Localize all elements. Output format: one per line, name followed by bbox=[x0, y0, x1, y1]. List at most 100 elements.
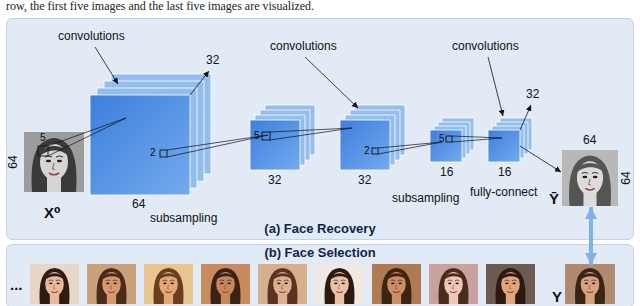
pointer-line bbox=[95, 47, 118, 84]
candidate-face-image bbox=[30, 264, 535, 304]
dimension-label: 32 bbox=[526, 88, 539, 102]
candidate-face-image bbox=[382, 268, 412, 304]
candidate-face-image bbox=[97, 268, 127, 304]
kernel-window bbox=[38, 132, 452, 157]
kernel-size: 5 bbox=[254, 130, 260, 142]
panel-caption: (a) Face Recovery bbox=[264, 222, 375, 237]
candidate-face-image bbox=[201, 264, 250, 304]
dimension-label: 16 bbox=[440, 166, 453, 180]
dimension-label-slot: 16 bbox=[498, 166, 511, 180]
candidate-face-image bbox=[439, 268, 469, 304]
pointer-line bbox=[190, 71, 209, 95]
projection-line bbox=[167, 135, 268, 157]
candidate-face-image bbox=[30, 264, 79, 304]
kernel-window bbox=[446, 136, 452, 142]
candidate-face-image bbox=[315, 264, 364, 304]
feature-map-stack bbox=[430, 130, 462, 162]
kernel-size-slot: 5 bbox=[40, 132, 46, 144]
layer-operation: subsampling bbox=[150, 212, 217, 226]
projection-line bbox=[378, 142, 442, 148]
projection-line bbox=[452, 136, 502, 138]
candidate-face-image bbox=[87, 264, 136, 304]
kernel-size: 5 bbox=[439, 133, 445, 145]
layer-operation-slot: subsampling bbox=[150, 212, 217, 226]
dimension-label-slot: 64 bbox=[583, 134, 596, 148]
pointer-line bbox=[305, 57, 358, 108]
layer-operation-slot: convolutions bbox=[452, 40, 519, 54]
kernel-size-slot: 2 bbox=[150, 147, 156, 159]
candidate-face-image bbox=[372, 264, 421, 304]
feature-map-stack bbox=[488, 130, 520, 162]
candidate-face-image bbox=[429, 264, 478, 304]
layer-operation-slot: convolutions bbox=[270, 40, 337, 54]
input-face-image bbox=[32, 138, 77, 192]
kernel-window bbox=[372, 148, 378, 154]
candidate-face-image bbox=[144, 264, 193, 304]
kernel-size: 2 bbox=[364, 145, 370, 157]
feature-map-stack bbox=[90, 95, 190, 195]
dimension-label-slot: 64 bbox=[132, 198, 145, 212]
target-face-image bbox=[565, 264, 615, 304]
dimension-label: 16 bbox=[498, 166, 511, 180]
input-face-image bbox=[24, 132, 84, 192]
layer-operation: subsampling bbox=[392, 192, 459, 206]
layer-operation: fully-connect bbox=[470, 186, 537, 200]
recovered-face-image bbox=[569, 156, 611, 206]
candidate-face-image bbox=[486, 264, 535, 304]
double-arrow bbox=[589, 207, 593, 265]
dimension-label-slot: 32 bbox=[268, 174, 281, 188]
dimension-label-slot: 16 bbox=[440, 166, 453, 180]
image-symbol: X⁰ bbox=[44, 204, 61, 221]
projection-line bbox=[48, 118, 126, 146]
pointer-line bbox=[520, 146, 561, 172]
layer-operation-slot: fully-connect bbox=[470, 186, 537, 200]
layer-operation: convolutions bbox=[270, 40, 337, 54]
layer-operation: convolutions bbox=[58, 30, 125, 44]
caption-fragment: row, the first five images and the last … bbox=[6, 0, 314, 14]
kernel-size-slot: 5 bbox=[439, 133, 445, 145]
layer-operation: convolutions bbox=[452, 40, 519, 54]
projection-line bbox=[48, 118, 126, 156]
dimension-label: 64 bbox=[132, 198, 145, 212]
image-symbol-slot: X⁰ bbox=[44, 204, 61, 221]
dimension-label-slot: 32 bbox=[206, 54, 219, 68]
dimension-label: 32 bbox=[358, 174, 371, 188]
dimension-label-slot: 32 bbox=[526, 88, 539, 102]
image-symbol: Y bbox=[552, 288, 562, 305]
candidate-face-image bbox=[325, 268, 355, 304]
pointer-line bbox=[488, 57, 503, 116]
projection-line bbox=[452, 138, 502, 142]
projection-line bbox=[270, 128, 352, 140]
layer-operation-slot: convolutions bbox=[58, 30, 125, 44]
candidate-face-image bbox=[211, 268, 241, 304]
panel-caption: (b) Face Selection bbox=[264, 246, 375, 261]
kernel-window bbox=[38, 146, 48, 156]
dimension-label: 32 bbox=[268, 174, 281, 188]
feature-map-stack bbox=[340, 120, 390, 170]
projection-line bbox=[378, 142, 442, 154]
dimension-label: 64 bbox=[620, 171, 634, 184]
dimension-label-slot: 64 bbox=[627, 178, 640, 192]
image-symbol: Ȳ bbox=[549, 190, 559, 207]
ellipsis-mark-slot: ... bbox=[10, 276, 23, 293]
caption-fragment-slot: row, the first five images and the last … bbox=[6, 0, 314, 14]
kernel-size: 5 bbox=[40, 132, 46, 144]
kernel-window bbox=[160, 150, 167, 157]
pointer-line bbox=[95, 47, 561, 172]
ellipsis-mark: ... bbox=[10, 276, 23, 293]
projection-line bbox=[167, 135, 268, 150]
candidate-face-image bbox=[40, 268, 70, 304]
recovered-face-image bbox=[562, 150, 618, 206]
connector-group bbox=[591, 207, 592, 265]
target-face-image bbox=[575, 268, 605, 304]
feature-map-stack bbox=[90, 74, 532, 195]
candidate-face-image bbox=[496, 268, 526, 304]
dimension-label-slot: 64 bbox=[14, 162, 27, 176]
dimension-label: 64 bbox=[583, 134, 596, 148]
kernel-size-slot: 5 bbox=[254, 130, 260, 142]
input-face-image bbox=[24, 132, 84, 192]
candidate-face-image bbox=[268, 268, 298, 304]
candidate-face-image bbox=[258, 264, 307, 304]
dimension-label-slot: 32 bbox=[358, 174, 371, 188]
